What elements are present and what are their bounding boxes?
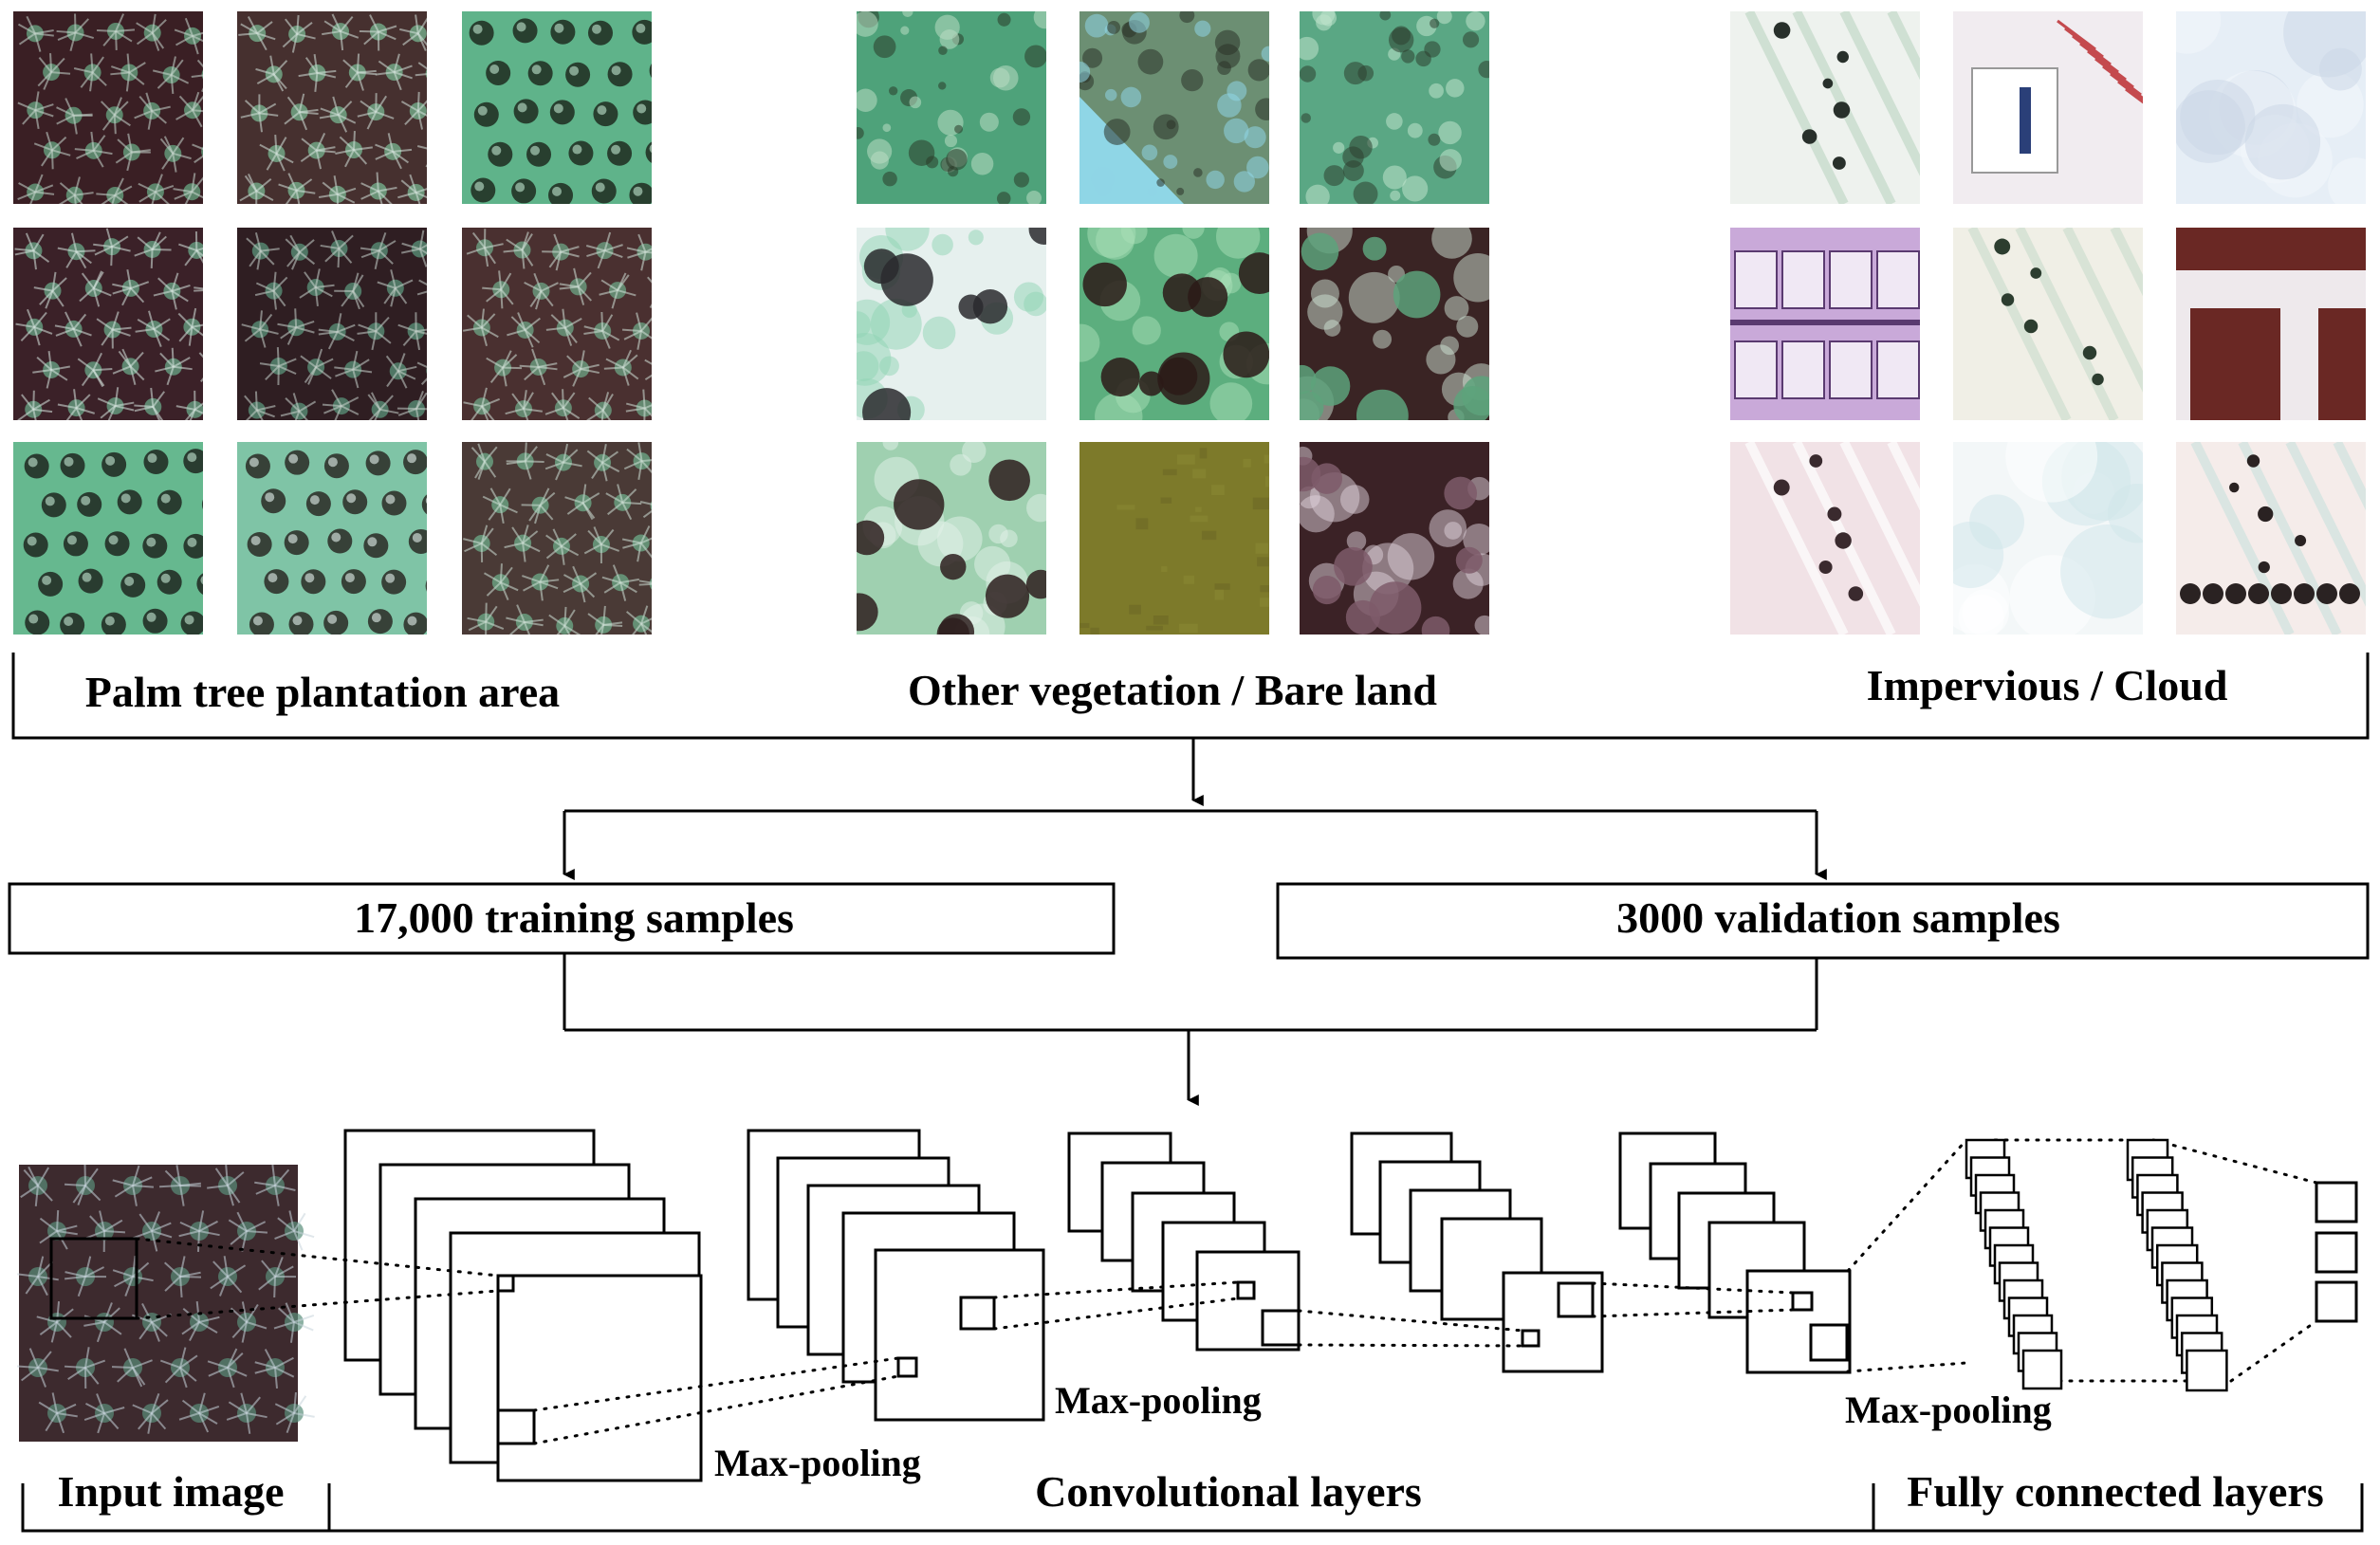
conv-layers-label: Convolutional layers — [1035, 1467, 1422, 1516]
sample-tile — [1953, 11, 2143, 204]
sample-tile — [462, 11, 652, 204]
category-label-palm: Palm tree plantation area — [85, 668, 560, 716]
output-layer — [2315, 1181, 2358, 1323]
conv-stack-3 — [1067, 1131, 1301, 1352]
output-node-1 — [2315, 1181, 2358, 1223]
fully-connected-layers — [1965, 1138, 2228, 1392]
conv3-kernel — [1236, 1280, 1256, 1300]
category-label-impervious: Impervious / Cloud — [1867, 661, 2228, 709]
fc2-node — [2186, 1349, 2228, 1392]
input-image — [16, 1164, 315, 1442]
sample-tile — [1953, 228, 2143, 420]
sample-tile — [2176, 442, 2366, 635]
sample-tile — [462, 228, 652, 420]
sample-tile — [857, 442, 1046, 635]
conv4-kernel — [1521, 1329, 1541, 1348]
sample-tile — [237, 11, 427, 204]
fc1-node — [2021, 1349, 2063, 1390]
sample-tile — [237, 228, 427, 420]
sample-tile — [857, 11, 1046, 204]
sample-tile — [1300, 442, 1489, 635]
conv1-pool-window — [496, 1408, 536, 1445]
split-connector — [563, 809, 1827, 880]
network-bracket — [21, 1483, 2364, 1533]
sample-tile — [1079, 228, 1269, 420]
sample-tile — [1079, 442, 1269, 635]
conv2-pool-window — [959, 1296, 996, 1331]
output-node-2 — [2315, 1231, 2358, 1274]
conv-stack-1 — [343, 1129, 703, 1482]
receptive-field-connectors — [135, 1138, 2318, 1445]
sample-tile — [1300, 11, 1489, 204]
conv1-kernel — [496, 1274, 515, 1293]
sample-tile — [237, 442, 427, 635]
sample-tile — [13, 11, 203, 204]
conv3-pool-window — [1261, 1309, 1301, 1347]
sample-tile — [1300, 228, 1489, 420]
sample-tile — [857, 228, 1046, 420]
sample-tiles — [13, 11, 2366, 635]
conv-stack-4 — [1350, 1131, 1604, 1373]
feature-maps — [343, 1129, 1852, 1482]
maxpool-label-3: Max-pooling — [1845, 1389, 2052, 1431]
validation-samples-label: 3000 validation samples — [1616, 893, 2060, 942]
category-bracket — [11, 653, 2370, 806]
conv5-kernel — [1791, 1291, 1814, 1312]
sample-tile — [1730, 228, 1920, 420]
output-node-3 — [2315, 1280, 2358, 1323]
conv5-pool-window — [1809, 1323, 1849, 1362]
category-label-vegetation: Other vegetation / Bare land — [908, 666, 1437, 714]
input-receptive-field — [49, 1237, 138, 1320]
sample-tile — [13, 442, 203, 635]
sample-tile — [1079, 11, 1269, 204]
sample-tile — [1953, 442, 2143, 635]
merge-connector — [563, 953, 1818, 1106]
training-samples-box — [8, 882, 1116, 955]
sample-tile — [2176, 11, 2366, 204]
fc-layers-label: Fully connected layers — [1907, 1467, 2324, 1516]
maxpool-label-2: Max-pooling — [1055, 1379, 1262, 1422]
conv4-pool-window — [1557, 1281, 1595, 1318]
sample-tile — [1730, 442, 1920, 635]
validation-samples-box — [1276, 882, 2370, 960]
input-image-label: Input image — [58, 1467, 285, 1516]
training-samples-label: 17,000 training samples — [354, 893, 794, 942]
sample-tile — [2176, 228, 2366, 420]
sample-tile — [462, 442, 652, 635]
conv-stack-2 — [747, 1129, 1045, 1422]
conv-stack-5 — [1618, 1131, 1852, 1374]
conv2-kernel — [896, 1356, 918, 1378]
maxpool-label-1: Max-pooling — [714, 1442, 921, 1484]
sample-tile — [1730, 11, 1920, 204]
sample-tile — [13, 228, 203, 420]
